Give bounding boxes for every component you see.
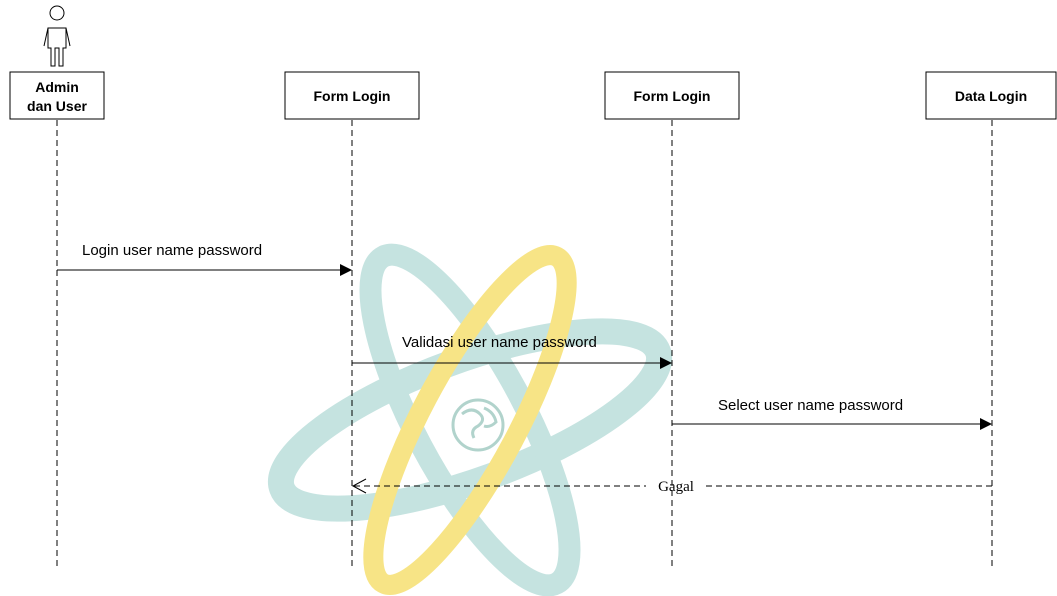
message-select: Select user name password [672,397,992,430]
message-label: Login user name password [82,242,262,259]
actor-icon [43,5,71,67]
lifeline-label: Data Login [955,88,1027,104]
lifeline-label: Form Login [634,88,711,104]
lifeline-admin-dan-user: Admin dan User [9,71,105,566]
watermark-atom-logo-icon [267,243,673,596]
message-label: Gagal [658,479,694,495]
lifeline-box [9,71,105,120]
lifeline-form-login-1: Form Login [284,71,420,566]
message-gagal-return: Gagal [351,478,992,495]
arrowhead-open-icon [351,478,367,494]
message-label: Validasi user name password [402,334,597,351]
lifeline-label-line1: Admin [35,79,79,95]
lifeline-box [284,71,420,120]
message-label: Select user name password [718,397,903,414]
lifeline-form-login-2: Form Login [604,71,740,566]
lifeline-label: Form Login [314,88,391,104]
lifeline-box [604,71,740,120]
lifeline-label-line2: dan User [27,98,87,114]
message-validasi: Validasi user name password [352,334,672,369]
lifeline-box [925,71,1057,120]
message-login: Login user name password [57,242,352,276]
lifeline-data-login: Data Login [925,71,1057,566]
arrowhead-filled-icon [340,264,352,276]
arrowhead-filled-icon [980,418,992,430]
arrowhead-filled-icon [660,357,672,369]
